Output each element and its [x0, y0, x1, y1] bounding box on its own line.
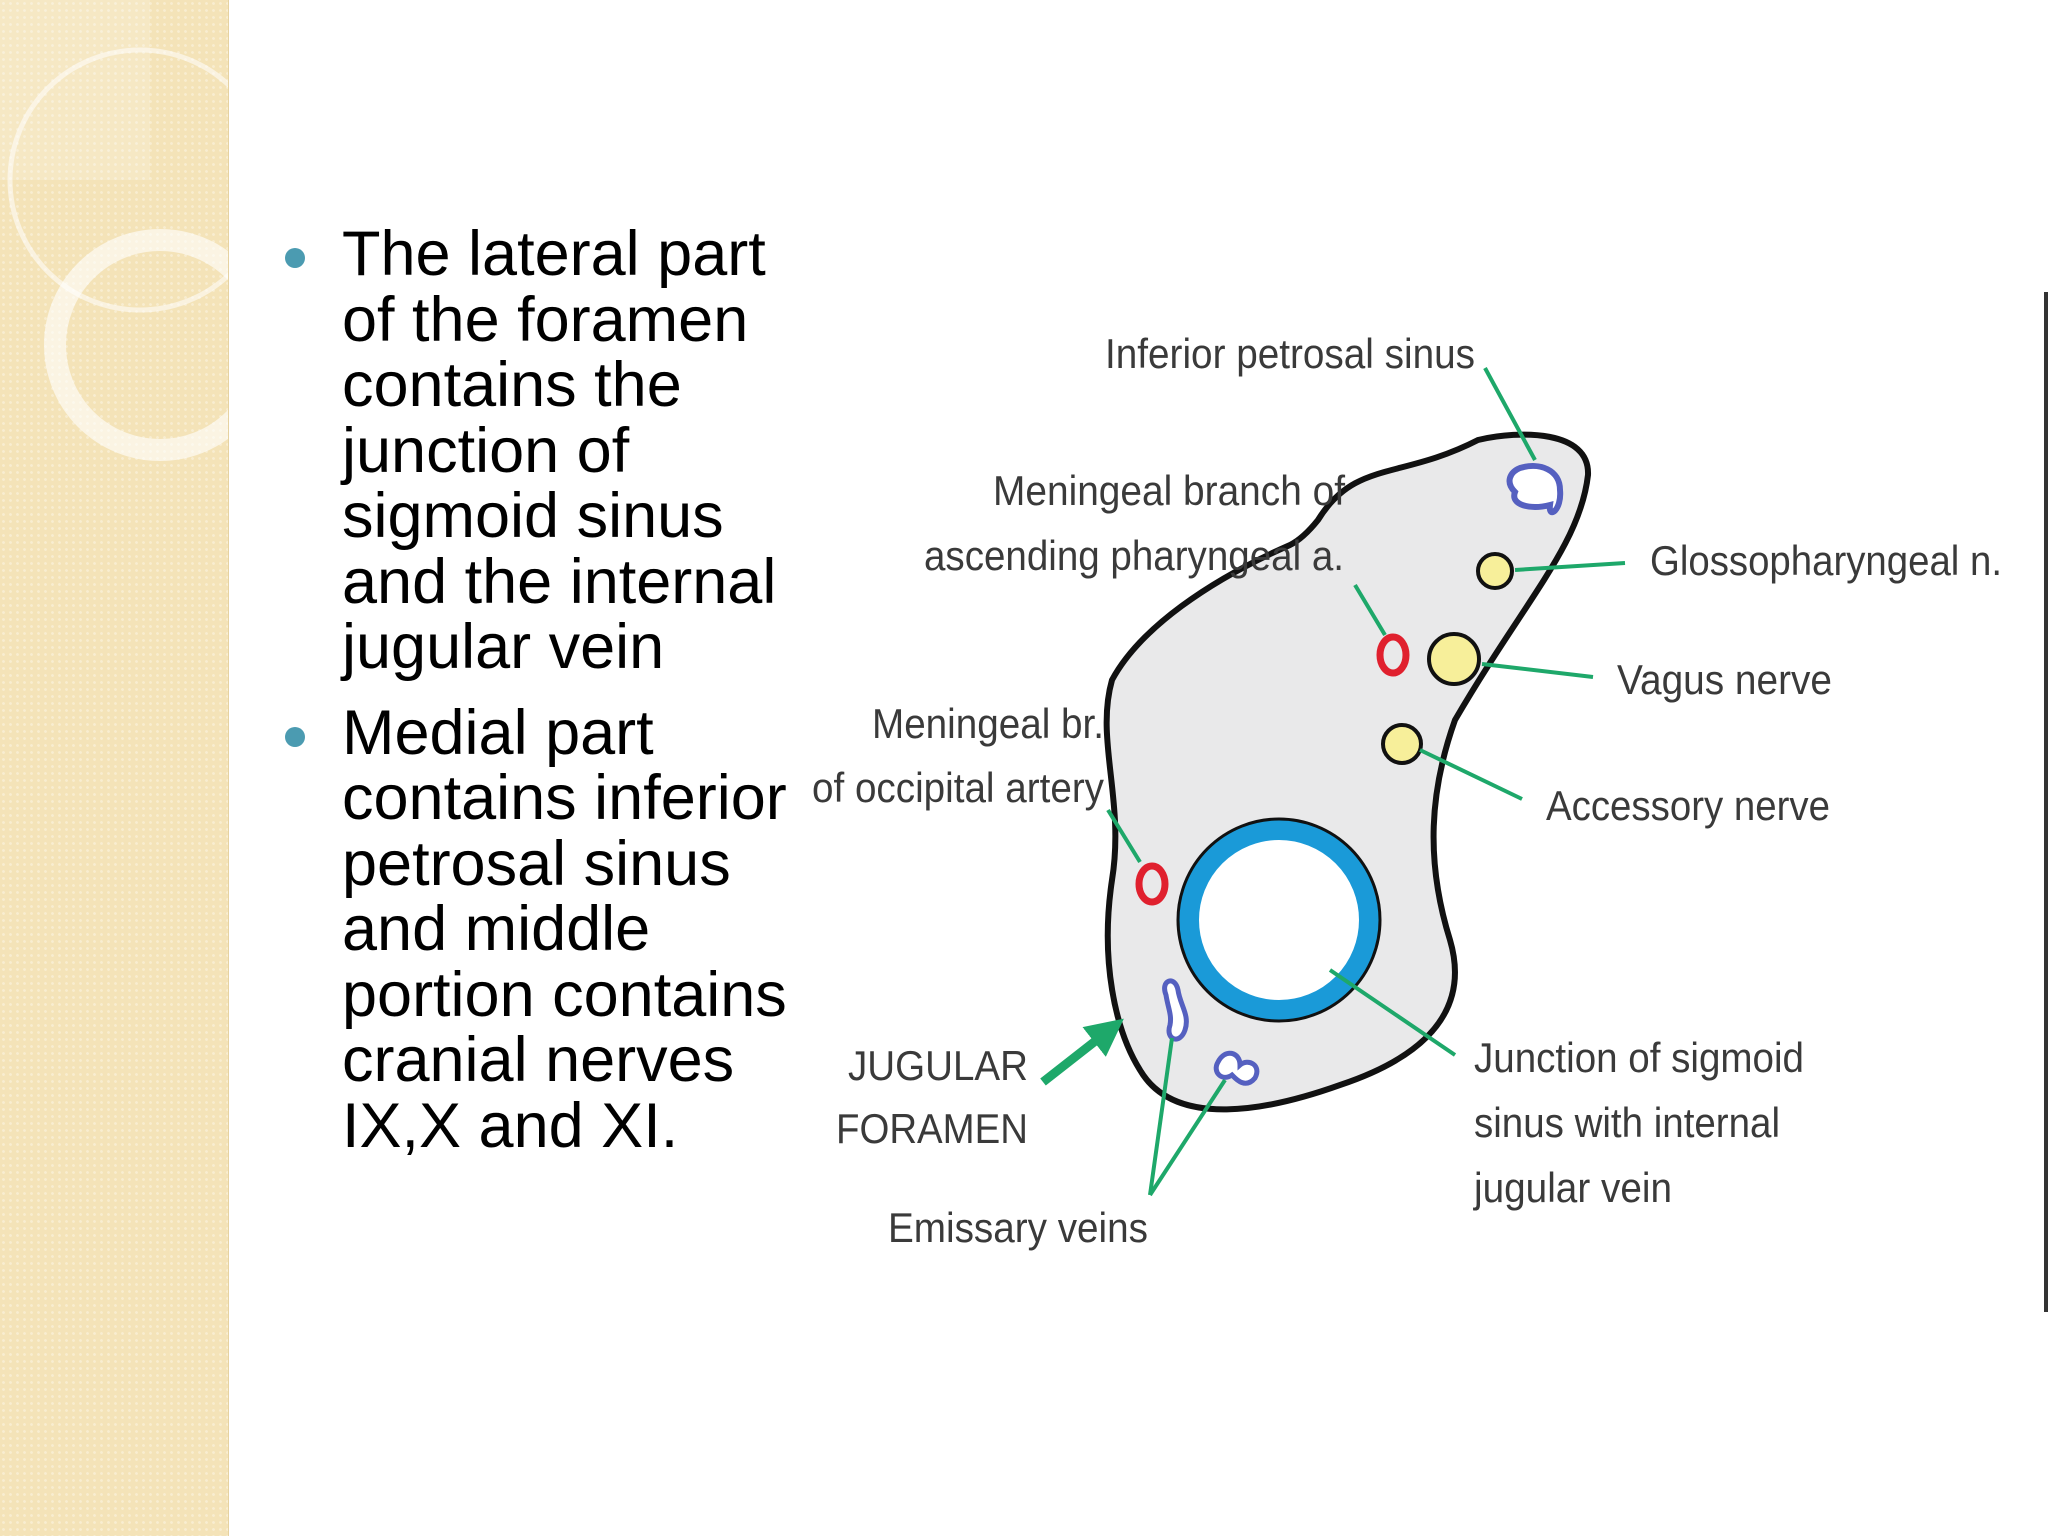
emissary-vein-1 [1162, 978, 1189, 1042]
label-meningeal-occ-1: Meningeal br. [872, 700, 1104, 747]
inferior-petrosal-sinus [1506, 463, 1564, 516]
label-jugular-2: FORAMEN [836, 1105, 1028, 1152]
bullet-lateral-part: The lateral part of the foramen contains… [276, 219, 796, 682]
label-inferior-petrosal-sinus: Inferior petrosal sinus [1105, 330, 1475, 377]
bullet-text: The lateral part of the foramen contains… [342, 219, 777, 682]
bullet-dot [285, 726, 305, 747]
bullet-dot [285, 248, 305, 268]
label-junction-1: Junction of sigmoid [1474, 1034, 1804, 1081]
label-emissary: Emissary veins [888, 1204, 1148, 1251]
bullet-text: Medial part contains inferior petrosal s… [342, 697, 787, 1161]
vagus-nerve [1427, 632, 1481, 686]
glossopharyngeal-nerve [1476, 552, 1514, 590]
vein-ring-outline [1176, 817, 1382, 1023]
label-accessory: Accessory nerve [1546, 782, 1830, 829]
label-meningeal-branch-2: ascending pharyngeal a. [924, 532, 1344, 579]
bullet-list: The lateral part of the foramen contains… [276, 219, 796, 1179]
label-meningeal-occ-2: of occipital artery [812, 764, 1104, 811]
accessory-nerve [1381, 723, 1423, 765]
label-junction-3: jugular vein [1472, 1164, 1672, 1211]
jugular-foramen-diagram: Inferior petrosal sinus Meningeal branch… [812, 330, 2002, 1251]
slide-right-border [2044, 292, 2048, 1312]
leader-lines [1040, 367, 1626, 1197]
label-meningeal-branch-1: Meningeal branch of [993, 467, 1345, 514]
label-jugular-1: JUGULAR [848, 1042, 1028, 1089]
label-vagus: Vagus nerve [1617, 656, 1832, 703]
ascending-pharyngeal-artery [1376, 633, 1410, 677]
decorative-side-band [0, 0, 229, 1536]
internal-jugular-vein-ring [1179, 820, 1379, 1020]
emissary-vein-2 [1213, 1050, 1260, 1086]
label-glossopharyngeal: Glossopharyngeal n. [1650, 537, 2002, 584]
decorative-rings [0, 0, 228, 461]
occipital-artery-branch [1135, 862, 1169, 906]
label-junction-2: sinus with internal [1474, 1099, 1780, 1146]
bullet-medial-part: Medial part contains inferior petrosal s… [276, 697, 796, 1161]
